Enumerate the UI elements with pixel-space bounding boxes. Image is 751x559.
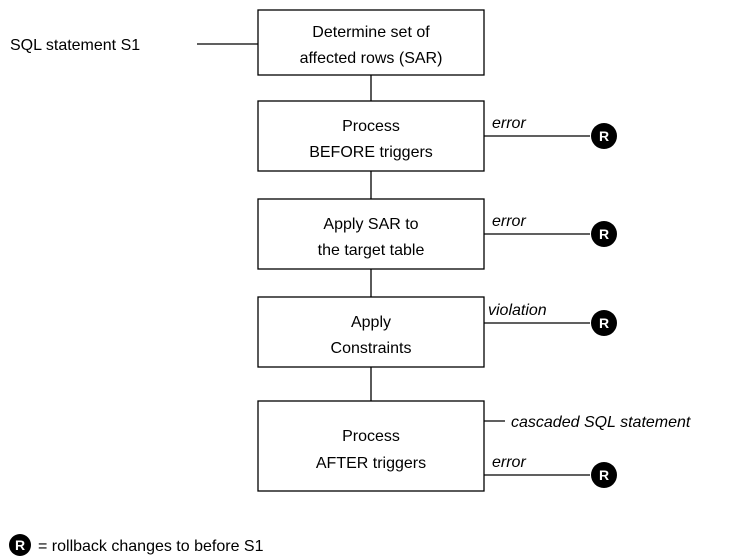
constraint-violation-label: violation	[488, 302, 547, 319]
svg-text:R: R	[599, 226, 609, 242]
cascade-label: cascaded SQL statement	[511, 414, 691, 431]
box-after-triggers-line1: Process	[342, 428, 400, 445]
box-apply-sar: Apply SAR to the target table	[257, 198, 485, 270]
rollback-icon: R	[591, 123, 617, 149]
svg-text:R: R	[599, 315, 609, 331]
box-determine-sar-line2: affected rows (SAR)	[300, 50, 443, 67]
box-before-triggers-line2: BEFORE triggers	[309, 144, 433, 161]
box-apply-sar-frame	[257, 198, 485, 270]
legend-text: = rollback changes to before S1	[38, 538, 264, 555]
box-apply-constraints-line2: Constraints	[331, 340, 412, 357]
box-after-triggers-frame	[257, 400, 485, 492]
box-determine-sar-line1: Determine set of	[312, 24, 430, 41]
source-statement-label: SQL statement S1	[10, 37, 140, 54]
after-error-label: error	[492, 454, 526, 471]
svg-text:R: R	[599, 128, 609, 144]
box-apply-constraints-frame	[257, 296, 485, 368]
rollback-icon: R	[591, 310, 617, 336]
rollback-icon: R	[591, 221, 617, 247]
box-before-triggers: Process BEFORE triggers	[257, 100, 485, 172]
svg-text:R: R	[15, 537, 25, 553]
box-apply-constraints: Apply Constraints	[257, 296, 485, 368]
before-error-label: error	[492, 115, 526, 132]
box-determine-sar: Determine set of affected rows (SAR)	[257, 9, 485, 76]
svg-text:R: R	[599, 467, 609, 483]
box-apply-sar-line1: Apply SAR to	[323, 216, 418, 233]
box-apply-sar-line2: the target table	[318, 242, 425, 259]
box-apply-constraints-line1: Apply	[351, 314, 391, 331]
apply-error-label: error	[492, 213, 526, 230]
box-after-triggers-line2: AFTER triggers	[316, 455, 426, 472]
rollback-icon: R	[591, 462, 617, 488]
box-before-triggers-frame	[257, 100, 485, 172]
box-after-triggers: Process AFTER triggers	[257, 400, 485, 492]
box-before-triggers-line1: Process	[342, 118, 400, 135]
box-determine-sar-frame	[257, 9, 485, 76]
legend-rollback-icon: R	[9, 534, 31, 556]
legend: R = rollback changes to before S1	[9, 534, 264, 556]
